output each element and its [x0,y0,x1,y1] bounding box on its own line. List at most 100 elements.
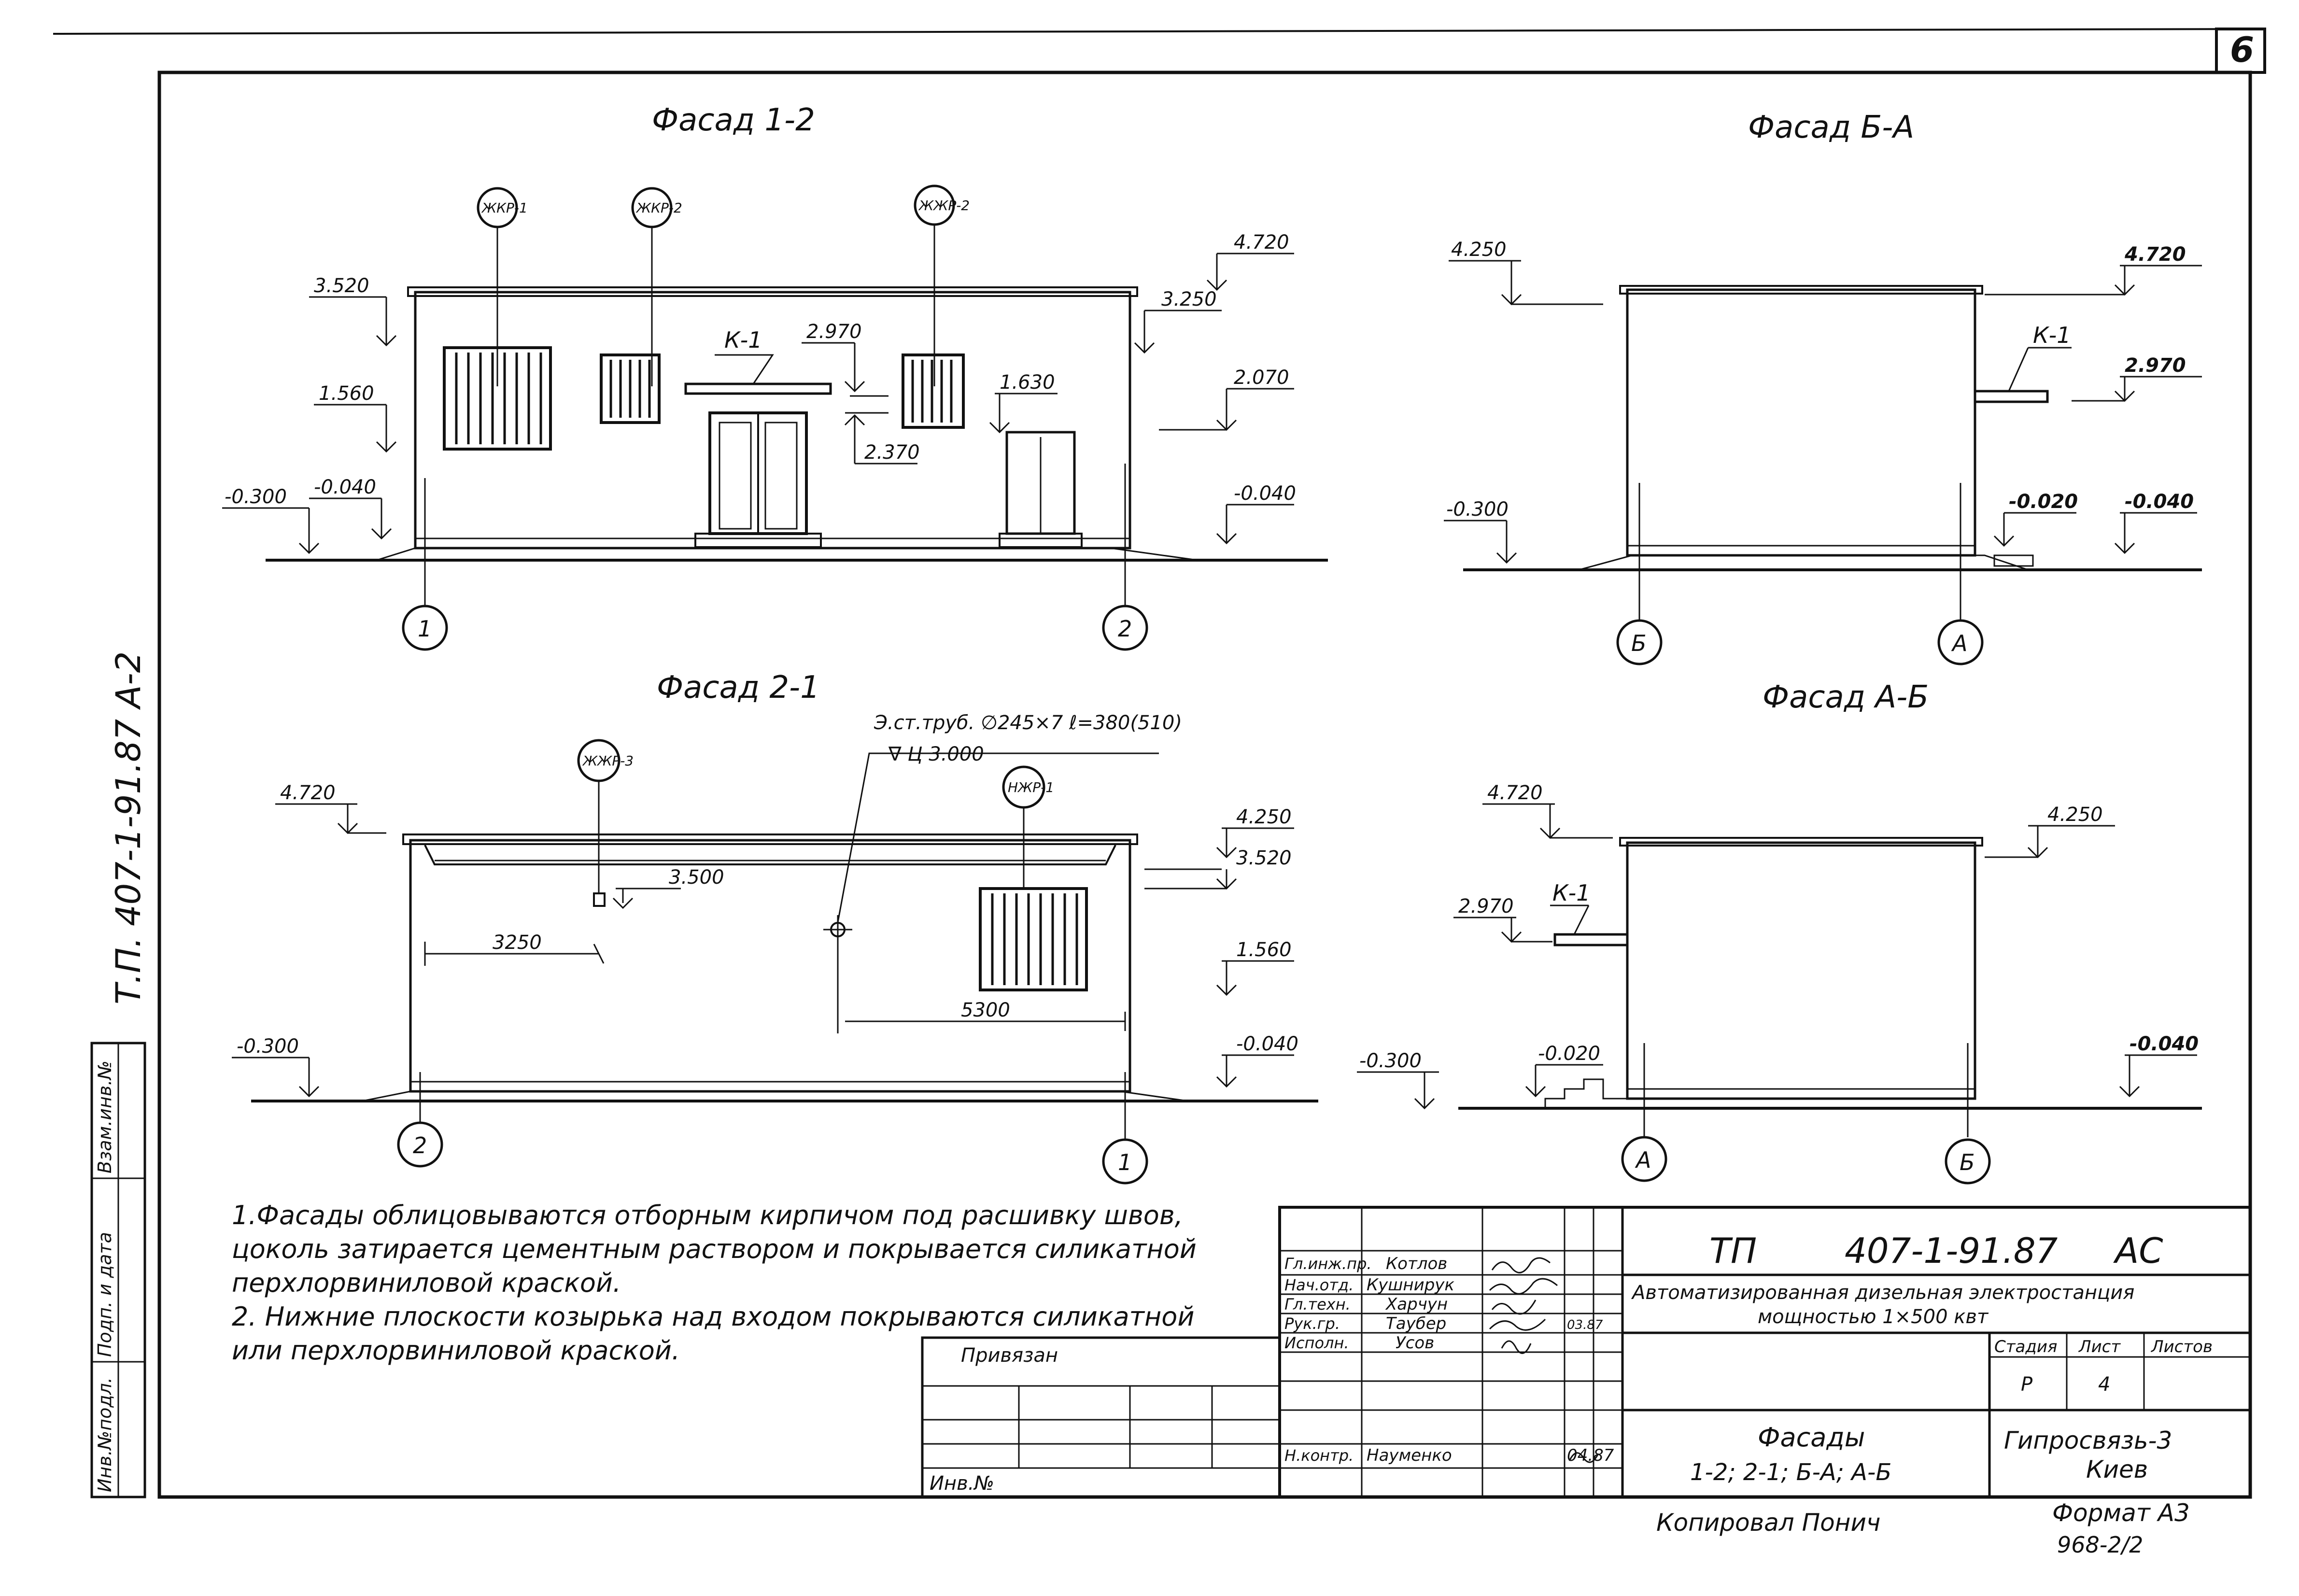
axis-label-b-bottom: Б [1960,1149,1975,1175]
tb-org-2: Киев [2086,1455,2148,1483]
levels-right-1-2 [1134,253,1294,545]
level-1630: 1.630 [1000,371,1055,394]
level-m0300: -0.300 [225,486,287,508]
tb-stage: Р [2021,1373,2033,1396]
level-2-1-4250: 4.250 [1236,806,1292,828]
note-line-4: 2. Нижние плоскости козырька над входом … [232,1301,1194,1332]
level-a-b-m0040: -0.040 [2130,1033,2199,1055]
signatures [1489,1257,1599,1463]
pipe-note: Э.ст.труб. ∅245×7 ℓ=380(510) [874,712,1182,734]
tag-zhzhr-2: ЖЖР-2 [914,184,970,386]
level-m0040-right: -0.040 [1234,482,1296,505]
facade-2-1-title: Фасад 2-1 [657,670,820,706]
tb-name-1: Кушнирук [1367,1275,1454,1295]
tag-zhzhr-3: ЖЖР-3 [577,739,634,893]
level-b-a-4250: 4.250 [1451,239,1507,261]
sheet-number: 6 [2230,29,2254,70]
pipe-level: ∇ Ц 3.000 [888,743,984,765]
window-zhkr-1 [443,346,552,451]
level-2370: 2.370 [864,441,920,464]
dim-3250: 3250 [493,932,542,954]
canopy-k1 [684,382,832,395]
note-line-2: цоколь затирается цементным раствором и … [232,1234,1197,1264]
tb-org: Гипросвязь-3 [2004,1427,2172,1455]
tag-zhkr-1-label: ЖКР-1 [481,200,528,216]
footer-number: 968-2/2 [2057,1532,2143,1558]
binding-inv: Инв.№ [930,1472,994,1495]
canopy-k1-label: К-1 [724,327,762,353]
tb-code: 407-1-91.87 [1845,1230,2058,1271]
level-2-1-4720: 4.720 [280,782,336,804]
title-block [1278,1206,2252,1498]
tb-name-0: Котлов [1386,1254,1447,1273]
tb-date-3: 03.87 [1567,1318,1603,1332]
level-b-a-m0020: -0.020 [2009,491,2078,513]
level-1560: 1.560 [319,382,374,405]
tb-role-3: Рук.гр. [1284,1314,1340,1333]
axes-1-2 [402,464,1148,651]
side-columns: Инв.№подл. Подп. и дата Взам.инв.№ [90,1042,146,1498]
side-stamp: Т.П. 407-1-91.87 А-2 [109,651,148,1004]
tb-role-4: Исполн. [1284,1334,1349,1352]
window-zhzhr-2 [902,353,965,429]
facade-b-a-title: Фасад Б-А [1748,110,1914,145]
binding-table [921,1336,1281,1498]
facade-1-2: Фасад 1-2 [222,102,1328,651]
axis-label-b-top: Б [1631,630,1647,656]
axis-label-1-bottom: 1 [1118,1149,1132,1175]
level-2-1-1560: 1.560 [1236,939,1292,961]
axis-label-a-bottom: А [1635,1147,1651,1173]
tb-sheet-title: Фасады [1758,1422,1865,1453]
level-a-b-m0300: -0.300 [1359,1050,1422,1072]
side-col-inv: Инв.№подл. [94,1377,115,1492]
axis-label-2-bottom: 2 [413,1132,427,1158]
side-door [999,431,1083,548]
facade-a-b: Фасад А-Б 4.720 4.250 К-1 2.970 -0.300 -… [1357,679,2202,1185]
tag-zhkr-2: ЖКР-2 [631,187,682,386]
level-3520: 3.520 [314,275,369,297]
tb-role-7: Н.контр. [1284,1446,1354,1465]
tag-zhkr-2-label: ЖКР-2 [635,200,682,216]
levels-left-1-2 [222,296,397,554]
level-2970-mid: 2.970 [806,321,862,343]
tb-code-suffix: АС [2113,1230,2163,1271]
facade-a-b-title: Фасад А-Б [1763,679,1929,715]
note-line-1: 1.Фасады облицовываются отборным кирпичо… [232,1200,1183,1230]
pipe-opening [823,752,1159,944]
binding-label: Привязан [961,1344,1058,1367]
tb-sheet-title-2: 1-2; 2-1; Б-А; А-Б [1690,1459,1891,1486]
tb-project-2: мощностью 1×500 квт [1758,1306,1989,1328]
side-col-sign: Подп. и дата [94,1232,115,1357]
tb-role-2: Гл.техн. [1284,1295,1351,1314]
level-m0040-left: -0.040 [314,476,376,498]
note-line-3: перхлорвиниловой краской. [232,1268,621,1298]
level-3250-right: 3.250 [1161,288,1217,311]
tb-stage-hdr: Стадия [1994,1337,2057,1356]
facade-b-a: Фасад Б-А 4.250 4.720 К-1 2.970 -0.300 -… [1444,110,2202,665]
dim-5300: 5300 [961,999,1010,1021]
tb-name-7: Науменко [1367,1446,1452,1465]
tag-zhkr-1: ЖКР-1 [477,187,528,386]
level-4720-right: 4.720 [1234,231,1289,254]
tb-role-1: Нач.отд. [1284,1276,1354,1294]
tag-nzhr-1-label: НЖР-1 [1008,779,1054,795]
footer-format: Формат А3 [2052,1499,2190,1527]
facade-1-2-title: Фасад 1-2 [652,102,815,138]
canopy-b-a-label: К-1 [2033,322,2071,348]
facade-2-1: Фасад 2-1 Э.ст.труб. ∅245×7 ℓ=380(510) ∇… [232,670,1318,1185]
notes: 1.Фасады облицовываются отборным кирпичо… [232,1200,1197,1366]
side-col-vzam: Взам.инв.№ [94,1060,115,1173]
tb-sheets-hdr: Листов [2150,1337,2213,1356]
level-a-b-m0020: -0.020 [1538,1043,1600,1065]
level-2-1-3500: 3.500 [669,866,724,889]
window-nzhr-1 [979,887,1088,991]
level-a-b-4250: 4.250 [2047,804,2103,826]
tb-sheet-hdr: Лист [2078,1337,2121,1356]
vent-grille [593,892,606,907]
level-a-b-2970: 2.970 [1458,895,1514,918]
levels-mid-1-2 [802,342,1058,465]
tag-zhzhr-3-label: ЖЖР-3 [582,753,634,769]
tb-name-2: Харчун [1385,1295,1448,1314]
tag-nzhr-1: НЖР-1 [1002,765,1054,889]
